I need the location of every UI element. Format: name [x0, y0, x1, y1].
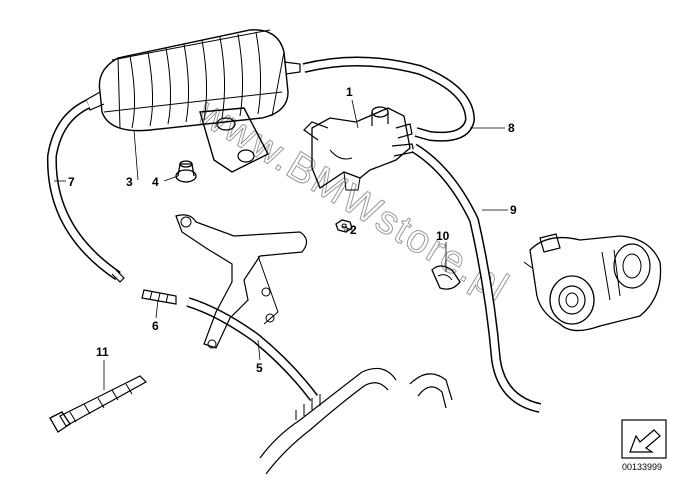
vacuum-hose-8	[302, 56, 476, 142]
leader-lines	[54, 99, 508, 390]
vacuum-reservoir	[85, 29, 301, 173]
image-code: 00133999	[622, 462, 662, 472]
callout-10: 10	[436, 229, 450, 243]
callout-11: 11	[96, 345, 109, 359]
callout-5: 5	[256, 361, 263, 375]
callout-4: 4	[152, 175, 159, 189]
cable-tie	[49, 375, 147, 433]
callout-7: 7	[68, 175, 75, 189]
lower-pipes	[259, 367, 453, 475]
callout-9: 9	[510, 203, 517, 217]
callout-3: 3	[126, 175, 133, 189]
hose-connector	[141, 289, 177, 305]
pressure-converter	[303, 106, 415, 191]
rubber-grommet	[175, 160, 197, 183]
arrow-icon	[629, 429, 661, 453]
mounting-frame	[175, 214, 308, 349]
callout-1: 1	[346, 85, 353, 99]
callout-2: 2	[350, 223, 357, 237]
vacuum-hose-7	[46, 99, 125, 283]
vacuum-hose-5	[186, 297, 318, 402]
vacuum-hose-9	[411, 143, 542, 413]
callout-8: 8	[508, 121, 515, 135]
image-code-badge: 00133999	[621, 419, 667, 472]
hose-clip	[431, 265, 461, 290]
callout-6: 6	[152, 319, 159, 333]
turbocharger	[523, 233, 662, 332]
